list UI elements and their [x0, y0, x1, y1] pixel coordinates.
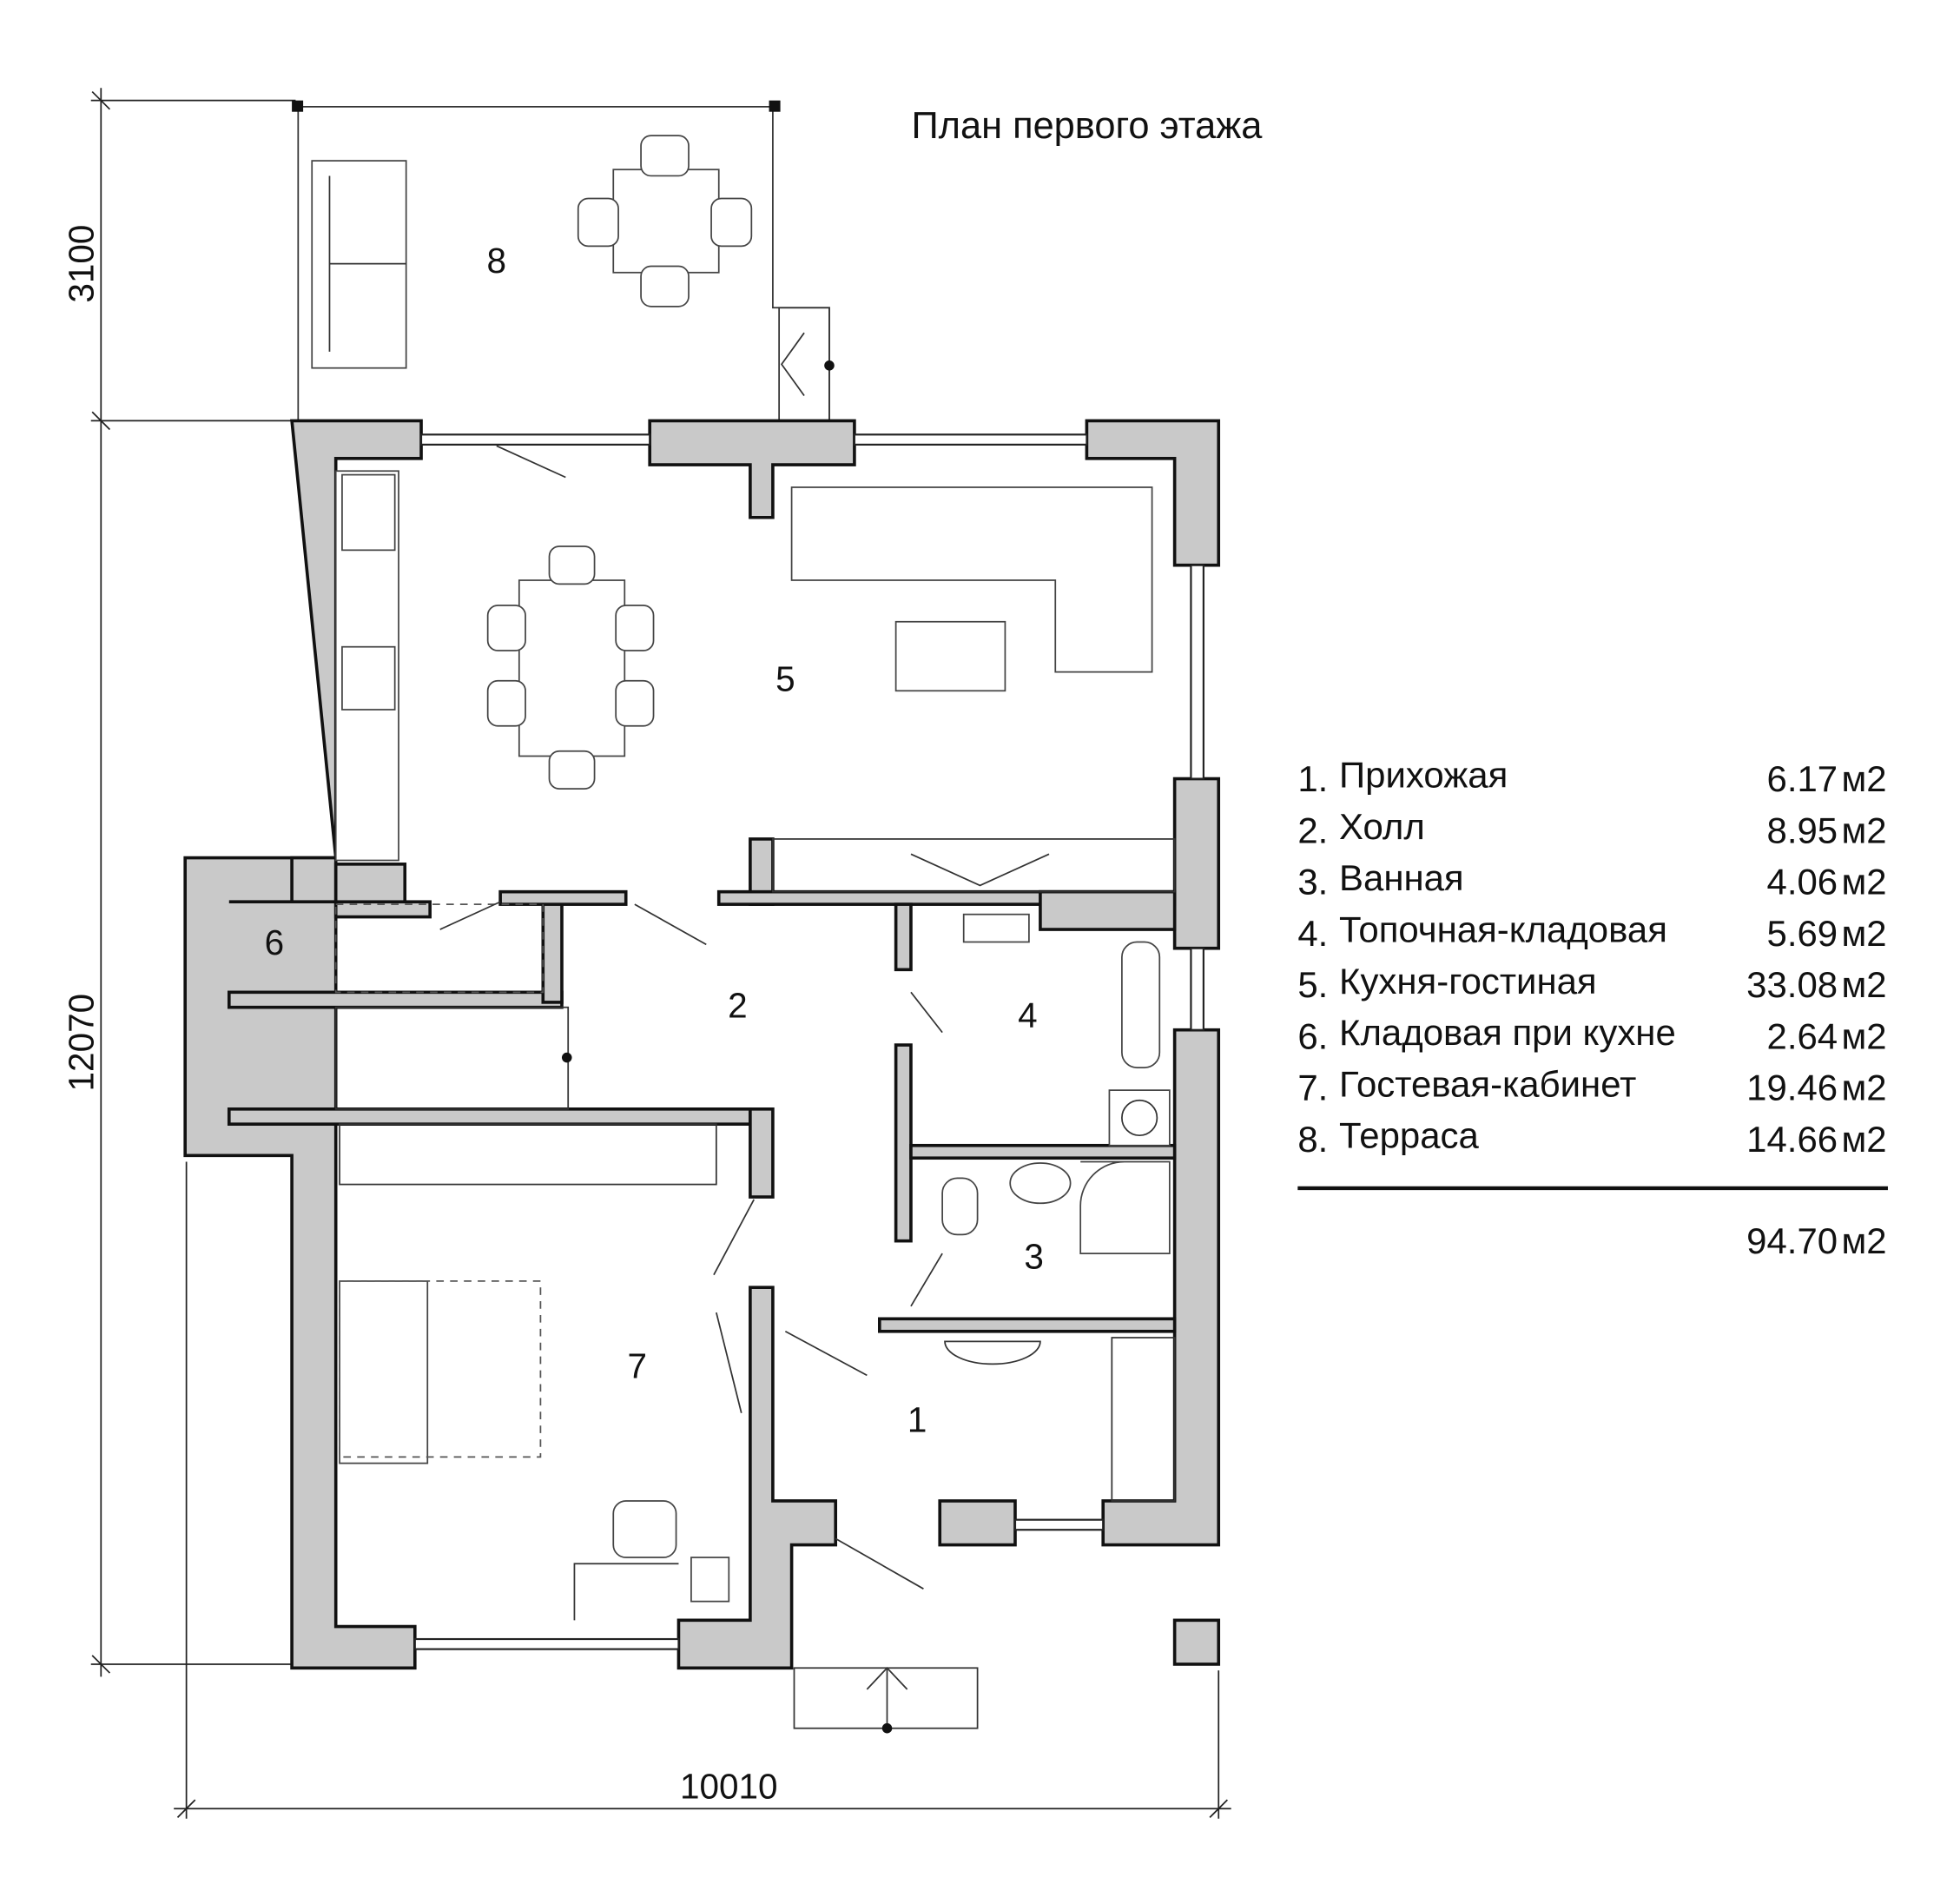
- coffee-table: [894, 620, 1006, 692]
- svg-text:Кухня-гостиная: Кухня-гостиная: [1339, 961, 1597, 1001]
- svg-text:33.08: 33.08: [1746, 964, 1838, 1005]
- room-number-4: 4: [1018, 995, 1038, 1035]
- svg-text:4.06: 4.06: [1767, 862, 1838, 902]
- svg-text:Гостевая-кабинет: Гостевая-кабинет: [1339, 1063, 1636, 1104]
- dimension-lines: [90, 88, 1231, 1819]
- svg-text:м2: м2: [1841, 862, 1886, 902]
- svg-text:2.64: 2.64: [1767, 1015, 1838, 1056]
- svg-text:Прихожая: Прихожая: [1339, 755, 1508, 796]
- svg-text:2.: 2.: [1297, 810, 1328, 850]
- svg-text:4.: 4.: [1297, 913, 1328, 954]
- corner-sofa: [790, 486, 1153, 673]
- svg-text:94.70: 94.70: [1746, 1220, 1838, 1261]
- svg-text:1.: 1.: [1297, 758, 1328, 799]
- terrace-table: [612, 169, 720, 274]
- windows: [413, 433, 1204, 1650]
- plan-title: План первого этажа: [911, 105, 1263, 147]
- svg-text:м2: м2: [1841, 810, 1886, 850]
- svg-text:м2: м2: [1841, 913, 1886, 954]
- svg-text:м2: м2: [1841, 964, 1886, 1005]
- washing-machine: [1108, 1089, 1171, 1147]
- room-number-7: 7: [627, 1345, 647, 1385]
- svg-text:Холл: Холл: [1339, 806, 1425, 847]
- room-number-5: 5: [775, 658, 795, 698]
- dimension-terrace: 3100: [62, 225, 102, 303]
- dimension-depth: 12070: [62, 994, 102, 1092]
- bed: [339, 1280, 429, 1464]
- svg-text:3.: 3.: [1297, 862, 1328, 902]
- svg-text:5.: 5.: [1297, 964, 1328, 1005]
- sink: [1009, 1162, 1072, 1205]
- dining-table: [518, 579, 626, 757]
- svg-text:8.95: 8.95: [1767, 810, 1838, 850]
- room-labels: 1 2 3 4 5 6 7 8: [265, 241, 1044, 1440]
- svg-text:Топочная-кладовая: Топочная-кладовая: [1339, 909, 1667, 950]
- svg-text:6.17: 6.17: [1767, 758, 1838, 799]
- toilet: [941, 1177, 979, 1236]
- svg-text:7.: 7.: [1297, 1068, 1328, 1108]
- svg-text:м2: м2: [1841, 1220, 1886, 1261]
- svg-text:м2: м2: [1841, 758, 1886, 799]
- room-number-2: 2: [728, 985, 748, 1025]
- svg-text:19.46: 19.46: [1746, 1068, 1838, 1108]
- svg-text:6.: 6.: [1297, 1015, 1328, 1056]
- dimension-width: 10010: [680, 1767, 778, 1807]
- room-number-8: 8: [487, 241, 507, 281]
- svg-text:14.66: 14.66: [1746, 1119, 1838, 1160]
- room-number-6: 6: [265, 922, 285, 962]
- svg-text:м2: м2: [1841, 1119, 1886, 1160]
- svg-text:5.69: 5.69: [1767, 913, 1838, 954]
- svg-text:м2: м2: [1841, 1015, 1886, 1056]
- furniture: [334, 470, 1176, 1621]
- svg-text:Ванная: Ванная: [1339, 857, 1464, 898]
- svg-text:Терраса: Терраса: [1339, 1115, 1479, 1156]
- entry-steps: [793, 1667, 979, 1734]
- svg-text:8.: 8.: [1297, 1119, 1328, 1160]
- room-number-1: 1: [907, 1399, 927, 1439]
- terrace: [292, 100, 835, 422]
- shower: [1079, 1160, 1171, 1254]
- svg-text:Кладовая при кухне: Кладовая при кухне: [1339, 1012, 1676, 1053]
- boiler: [1121, 941, 1161, 1068]
- room-number-3: 3: [1024, 1236, 1044, 1276]
- office-chair: [612, 1500, 677, 1558]
- svg-text:м2: м2: [1841, 1068, 1886, 1108]
